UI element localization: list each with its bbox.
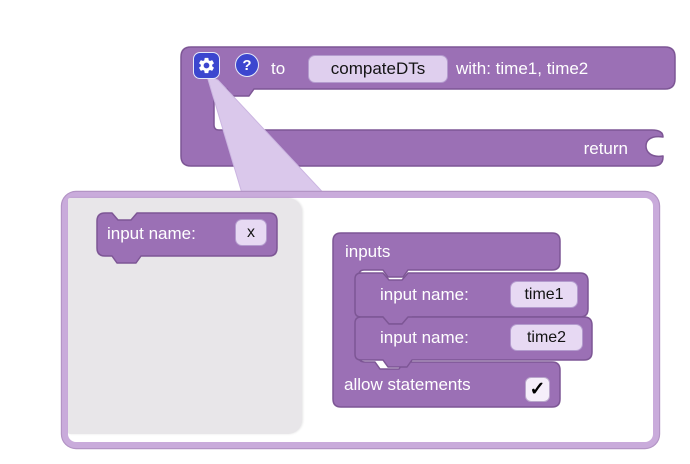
flyout-input-name-field[interactable]: x	[235, 219, 267, 246]
input-label-time1: input name:	[380, 285, 469, 304]
params-label: with: time1, time2	[456, 59, 589, 78]
mutator-gear-button[interactable]	[193, 52, 220, 79]
allow-statements-label: allow statements	[344, 375, 471, 394]
gear-icon	[199, 57, 214, 74]
procedure-name-field[interactable]: compateDTs	[308, 55, 448, 83]
checkmark-icon: ✓	[529, 379, 546, 400]
return-label: return	[583, 139, 628, 158]
allow-statements-checkbox[interactable]: ✓	[525, 377, 550, 402]
flyout-input-block[interactable]	[96, 212, 278, 264]
input-name-field-time2[interactable]: time2	[510, 324, 583, 351]
input-label-time2: input name:	[380, 328, 469, 347]
inputs-container-block[interactable]	[332, 232, 561, 408]
help-button[interactable]: ?	[235, 53, 259, 77]
flyout-input-label: input name:	[107, 224, 196, 243]
input-name-field-time1[interactable]: time1	[510, 281, 578, 308]
to-label: to	[271, 59, 286, 78]
inputs-container-label: inputs	[345, 242, 391, 261]
